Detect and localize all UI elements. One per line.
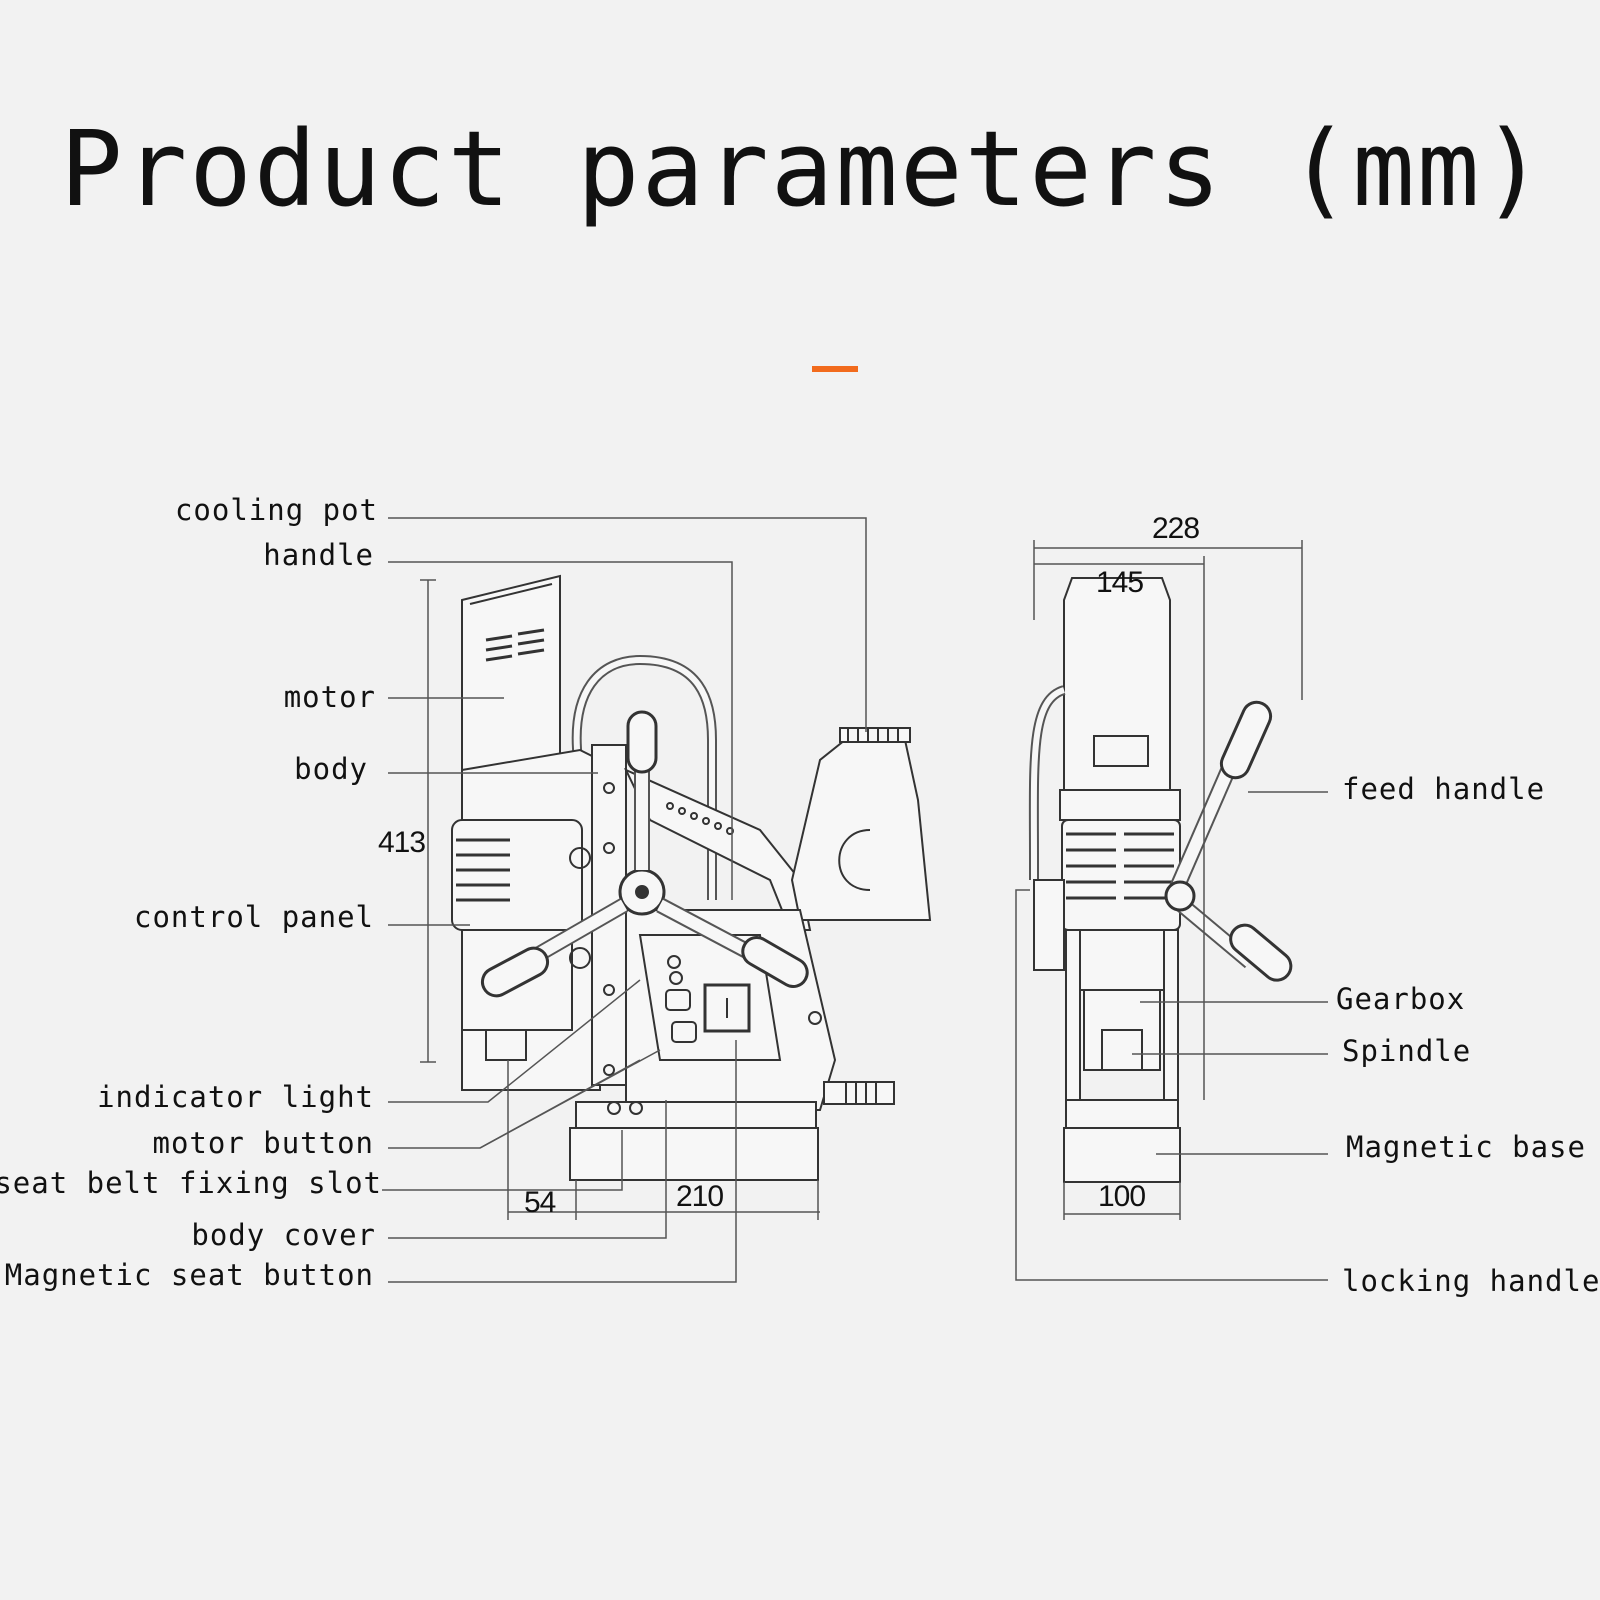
label-body: body [294,752,368,786]
page-title: Product parameters (mm) [60,108,1547,230]
label-body-cover: body cover [191,1218,376,1252]
label-gearbox: Gearbox [1336,982,1466,1016]
dimension-base-width: 100 [1098,1180,1146,1213]
label-feed-handle: feed handle [1342,772,1546,806]
dimension-lines [420,540,1303,1220]
label-handle: handle [263,538,374,572]
label-indicator-light: indicator light [97,1080,374,1114]
label-motor: motor [283,680,376,714]
dimension-height: 413 [378,826,426,859]
motor-vent-icon [485,628,545,662]
dimension-overall-width: 228 [1152,512,1200,545]
label-locking-handle: locking handle [1342,1264,1600,1298]
label-magnetic-seat-button: Magnetic seat button [4,1258,374,1292]
label-seat-belt-fixing-slot: seat belt fixing slot [0,1166,382,1200]
label-spindle: Spindle [1342,1034,1472,1068]
label-cooling-pot: cooling pot [174,493,378,527]
dimension-offset: 54 [524,1186,556,1219]
dimension-motor-width: 145 [1096,566,1144,599]
label-magnetic-base: Magnetic base [1346,1130,1586,1164]
accent-bar [812,366,858,372]
label-motor-button: motor button [152,1126,374,1160]
leader-lines [382,517,1328,1283]
side-view-drill [451,574,932,1181]
label-control-panel: control panel [134,900,374,934]
dimension-base-length: 210 [676,1180,724,1213]
front-view-drill [1028,577,1293,1183]
